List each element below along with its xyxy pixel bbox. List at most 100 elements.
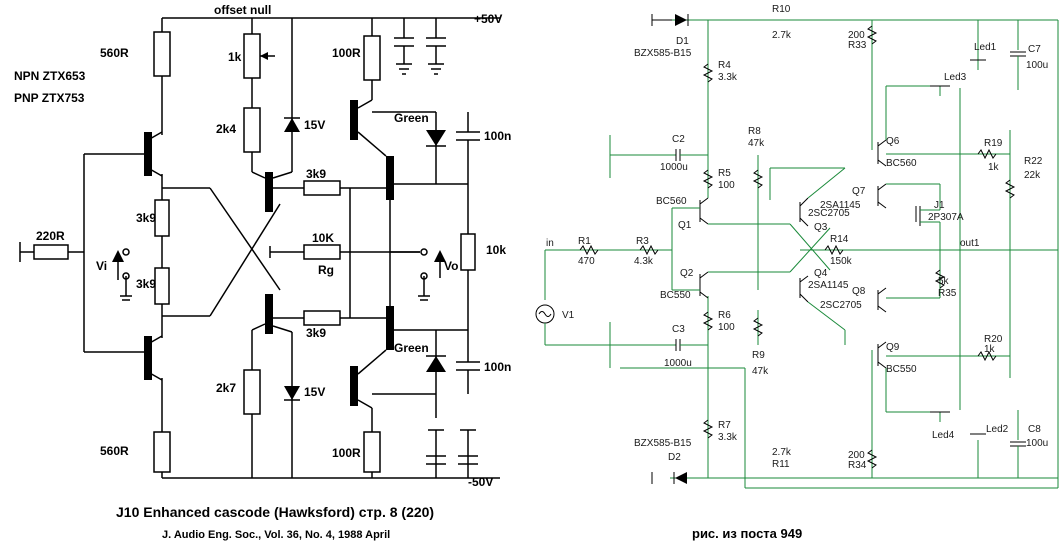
label-r9-val: 47k: [752, 366, 769, 377]
label-q9-type: BC550: [886, 364, 917, 375]
label-r-bottom-left: 560R: [100, 444, 129, 458]
transistor-q1-left: [144, 132, 152, 176]
label-zener-top: 15V: [304, 118, 325, 132]
label-rg: Rg: [318, 263, 334, 277]
label-r19: R19: [984, 138, 1003, 149]
label-led-bottom: Green: [394, 341, 429, 355]
label-r22-val: 22k: [1024, 170, 1041, 181]
label-r7-val: 3.3k: [718, 432, 738, 443]
transistor-q4-left: [265, 294, 273, 334]
label-r19-val: 1k: [988, 162, 1000, 173]
label-r34-val: 200: [848, 450, 865, 461]
label-r3: R3: [636, 236, 649, 247]
label-r-100-bottom: 100R: [332, 446, 361, 460]
label-c8-val: 100u: [1026, 438, 1048, 449]
label-r10-val: 2.7k: [772, 30, 792, 41]
label-q2: Q2: [680, 268, 694, 279]
label-r7: R7: [718, 420, 731, 431]
zener-top: [284, 118, 300, 132]
label-r4-val: 3.3k: [718, 72, 738, 83]
label-led3: Led3: [944, 72, 967, 83]
label-r1-val: 470: [578, 256, 595, 267]
label-r20-val: 1k: [984, 344, 996, 355]
label-npn: NPN ZTX653: [14, 69, 86, 83]
label-r-3k9-d: 3k9: [306, 326, 326, 340]
label-led-top: Green: [394, 111, 429, 125]
label-q6-type: BC560: [886, 158, 917, 169]
transistor-q8-left: [386, 306, 394, 350]
label-q8: Q8: [852, 286, 866, 297]
label-q2-type: BC550: [660, 290, 691, 301]
label-r-3k9-a: 3k9: [136, 211, 156, 225]
label-q3-type: 2SC2705: [808, 208, 850, 219]
label-r-2k4: 2k4: [216, 122, 236, 136]
label-c8: C8: [1028, 424, 1041, 435]
label-q1: Q1: [678, 220, 692, 231]
transistor-q5-left: [350, 100, 358, 140]
label-r35-val: 5k: [938, 276, 950, 287]
label-r-100-top: 100R: [332, 46, 361, 60]
label-r-top-left: 560R: [100, 46, 129, 60]
led-green-top: [426, 130, 446, 146]
label-r14-val: 150k: [830, 256, 853, 267]
label-led4: Led4: [932, 430, 955, 441]
label-c7-val: 100u: [1026, 60, 1048, 71]
label-q5-type: 2SA1145: [820, 200, 861, 211]
label-r-trim: 1k: [228, 50, 242, 64]
label-r9: R9: [752, 350, 765, 361]
label-r1: R1: [578, 236, 591, 247]
label-q1-type: BC560: [656, 196, 687, 207]
transistor-q3-left: [265, 172, 273, 212]
label-d2-val: BZX585-B15: [634, 438, 692, 449]
label-r33: R33: [848, 40, 867, 51]
left-title: J10 Enhanced cascode (Hawksford) стр. 8 …: [116, 504, 434, 520]
label-r-3k9-c: 3k9: [306, 167, 326, 181]
zener-bottom: [284, 386, 300, 400]
label-r-10k-mid: 10K: [312, 231, 334, 245]
label-c3: C3: [672, 324, 685, 335]
label-r5-val: 100: [718, 180, 735, 191]
label-r35: R35: [938, 288, 957, 299]
label-d2: D2: [668, 452, 681, 463]
label-r5: R5: [718, 168, 731, 179]
label-r-3k9-b: 3k9: [136, 277, 156, 291]
label-r22: R22: [1024, 156, 1043, 167]
label-top-rail: +50V: [474, 12, 502, 26]
left-schematic: [19, 17, 500, 479]
label-r14: R14: [830, 234, 849, 245]
label-d1: D1: [676, 36, 689, 47]
label-r34: R34: [848, 460, 867, 471]
label-c2-val: 1000u: [660, 162, 688, 173]
label-c3-val: 1000u: [664, 358, 692, 369]
label-c7: C7: [1028, 44, 1041, 55]
label-r6-val: 100: [718, 322, 735, 333]
led-green-bottom: [426, 356, 446, 372]
label-pnp: PNP ZTX753: [14, 91, 85, 105]
label-r-10k-right: 10k: [486, 243, 506, 257]
label-r8: R8: [748, 126, 761, 137]
label-zener-bottom: 15V: [304, 385, 325, 399]
label-q7: Q7: [852, 186, 866, 197]
label-vi: Vi: [96, 259, 107, 273]
label-q8-type: 2SC2705: [820, 300, 862, 311]
label-r33-val: 200: [848, 30, 865, 41]
label-r4: R4: [718, 60, 731, 71]
label-r11: R11: [772, 459, 790, 470]
label-c2: C2: [672, 134, 685, 145]
label-j1-type: 2P307A: [928, 212, 964, 223]
label-r8-val: 47k: [748, 138, 765, 149]
transistor-q6-left: [350, 366, 358, 406]
label-d1-val: BZX585-B15: [634, 48, 692, 59]
label-c-bottom: 100n: [484, 360, 511, 374]
label-r-2k7: 2k7: [216, 381, 236, 395]
left-schematic-labels: offset null +50V -50V NPN ZTX653 PNP ZTX…: [14, 3, 511, 541]
label-led2: Led2: [986, 424, 1009, 435]
label-q6: Q6: [886, 136, 900, 147]
label-r6: R6: [718, 310, 731, 321]
label-r20: R20: [984, 334, 1003, 345]
label-r11-val: 2.7k: [772, 447, 792, 458]
label-in: in: [546, 238, 554, 249]
label-q3: Q3: [814, 222, 828, 233]
label-v1: V1: [562, 310, 575, 321]
label-out: out1: [960, 238, 980, 249]
